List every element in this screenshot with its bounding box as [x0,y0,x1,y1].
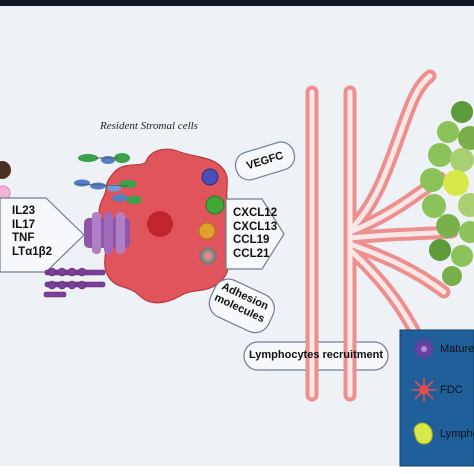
legend-label: FDC [440,384,463,396]
follicular-dendritic-cell-icon [412,378,436,402]
legend-label: Lymphc [440,428,474,440]
lymphocyte-icon [413,422,433,445]
mature-dendritic-cell-icon [412,337,436,361]
chemokine-list: CXCL12 CXCL13 CCL19 CCL21 [233,207,277,261]
lymphoid-follicle [420,101,474,286]
surface-proteins-icon [74,153,142,204]
adhesion-molecules-icon [43,267,106,298]
adhesion-bubble [208,278,275,334]
chemokine-label: CCL21 [233,247,270,260]
cytokine-label: TNF [12,232,35,244]
dark-cell-icon [0,161,11,179]
cytokine-label: LTα1β2 [12,245,53,258]
bottom-strip [0,466,474,474]
top-border [0,0,474,6]
cytokine-arrow-box [0,197,85,273]
vegfc-box [234,141,296,181]
secreted-factor-blue-icon [201,168,219,186]
cytokine-label: IL17 [12,218,36,231]
secreted-factor-green-icon [205,195,225,215]
diagram-title: Resident Stromal cells [100,120,198,132]
secreted-factor-grey-inner [204,252,212,260]
chemokine-label: CCL19 [233,234,270,246]
chemokine-label: CXCL12 [233,207,278,219]
cytokine-label: IL23 [12,205,36,217]
secreted-factor-orange-icon [198,222,216,240]
receptor-channel-icon [84,212,130,254]
stromal-cell-nucleus [147,211,173,237]
legend-panel [399,329,474,467]
cytokine-list: IL23 IL17 TNF LTα1β2 [12,205,52,259]
chemokine-arrow-box [225,198,285,270]
chemokine-label: CXCL13 [233,220,278,233]
legend-label: Mature [440,343,474,355]
recruitment-label: Lymphocytes recruitment [248,349,384,361]
